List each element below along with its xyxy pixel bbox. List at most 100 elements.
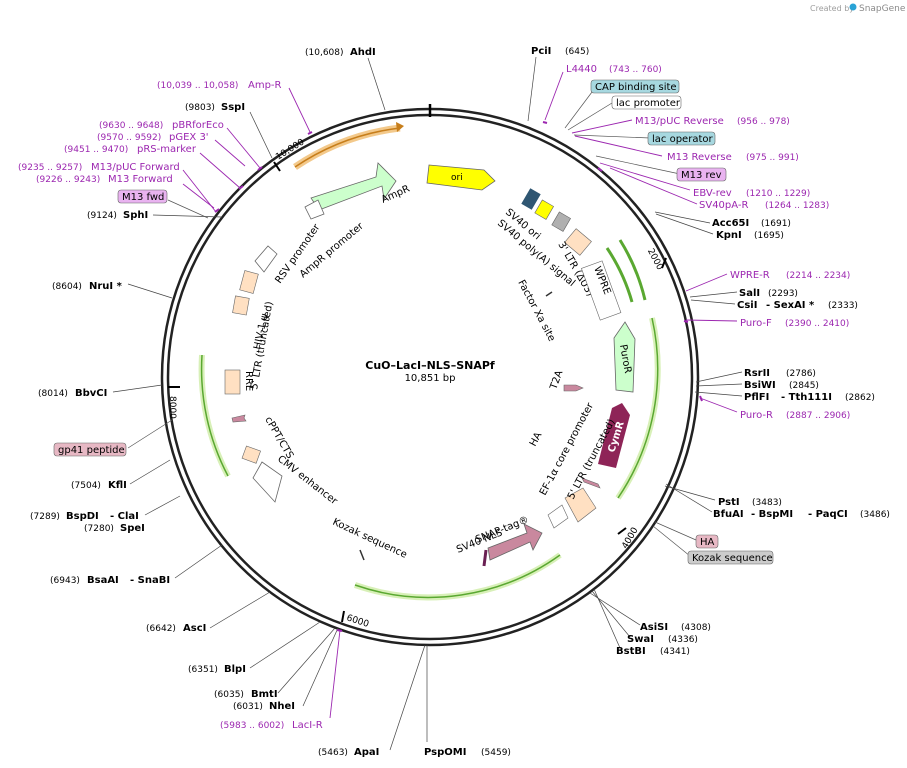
leader-line bbox=[277, 627, 336, 694]
ampr-promoter-feature bbox=[304, 199, 325, 220]
site-name: BstBI bbox=[616, 646, 646, 657]
site-name: NheI bbox=[269, 701, 295, 712]
primer-name: M13 Reverse bbox=[667, 152, 732, 163]
primer-leader bbox=[182, 183, 215, 209]
backbone bbox=[160, 104, 700, 647]
primer-name: M13 Forward bbox=[108, 174, 173, 185]
cmv-enhancer-feature bbox=[252, 461, 283, 503]
site-position: (5459) bbox=[481, 748, 511, 758]
ori-feature bbox=[426, 164, 496, 191]
site-name: SpeI bbox=[120, 523, 145, 534]
cymr-feature bbox=[598, 403, 630, 468]
primer-position: (9226 .. 9243) bbox=[36, 175, 100, 185]
box-text: M13 fwd bbox=[122, 192, 164, 203]
primer-name: Puro-R bbox=[740, 410, 773, 421]
leader-line bbox=[689, 291, 738, 298]
site-position: (7504) bbox=[71, 481, 101, 491]
wpre-feature bbox=[581, 260, 622, 321]
primer-leader bbox=[574, 135, 663, 157]
box-leader bbox=[127, 419, 173, 449]
cap-binding-site-box: CAP binding site bbox=[590, 79, 680, 94]
box-bg bbox=[53, 442, 127, 457]
box-text: HA bbox=[700, 537, 715, 548]
leader-line bbox=[129, 459, 171, 485]
primer-position: (9570 .. 9592) bbox=[97, 133, 161, 143]
leader-line bbox=[527, 56, 537, 122]
restriction-sites-right: AsiSI (4308) SwaI (4336) BstBI (4341) Ps… bbox=[616, 218, 890, 657]
primer-mark bbox=[699, 395, 703, 402]
box-bg bbox=[117, 189, 168, 204]
tick-mark bbox=[273, 161, 281, 172]
credit-text: Created by bbox=[810, 4, 854, 13]
site-position: (5463) bbox=[318, 748, 348, 758]
primer-position: (956 .. 978) bbox=[737, 117, 790, 127]
site-name: SwaI bbox=[627, 634, 654, 645]
plasmid-name: CuO–LacI–NLS–SNAPf bbox=[365, 359, 495, 372]
snap-tag-feature bbox=[487, 523, 543, 561]
primer-position: (10,039 .. 10,058) bbox=[157, 81, 238, 91]
primer-mark bbox=[683, 320, 689, 323]
primer-mark bbox=[307, 131, 313, 135]
primer-mark bbox=[257, 166, 263, 171]
t2a-label: T2A bbox=[548, 369, 565, 392]
site-position: (4336) bbox=[668, 635, 698, 645]
leader-line bbox=[695, 371, 743, 383]
site-position: (1691) bbox=[761, 219, 791, 229]
ha-feature bbox=[581, 477, 601, 489]
box-leader bbox=[654, 521, 697, 541]
site-name: KpnI bbox=[716, 230, 742, 241]
cmv-enhancer-label: CMV enhancer bbox=[275, 454, 340, 508]
primer-leader-lines bbox=[182, 71, 738, 719]
ef1a-feature bbox=[547, 504, 569, 529]
orf-arc-bottom-line bbox=[354, 554, 561, 599]
leader-line bbox=[367, 57, 386, 111]
ori-label: ori bbox=[451, 173, 463, 183]
kozak-mark bbox=[359, 549, 365, 561]
site-name: PstI bbox=[718, 497, 740, 508]
ha-box: HA bbox=[695, 534, 719, 549]
primer-position: (2214 .. 2234) bbox=[786, 271, 850, 281]
site-name: AsiSI bbox=[640, 622, 668, 633]
site-name: BsaAI bbox=[87, 575, 119, 586]
primer-position: (1210 .. 1229) bbox=[746, 189, 810, 199]
primer-leader bbox=[685, 319, 738, 322]
site-position: (7280) bbox=[84, 524, 114, 534]
box-bg bbox=[611, 95, 682, 110]
primer-name: M13/pUC Forward bbox=[91, 162, 180, 173]
box-leader bbox=[567, 102, 613, 131]
lac-operator-box: lac operator bbox=[647, 131, 716, 146]
site-name: - SexAI * bbox=[766, 300, 815, 311]
leader-line bbox=[209, 591, 271, 629]
site-position: (6943) bbox=[50, 576, 80, 586]
orf-arc-left-line bbox=[200, 354, 229, 477]
primer-position: (9630 .. 9648) bbox=[99, 121, 163, 131]
puror-label: PuroR bbox=[617, 344, 633, 375]
plasmid-center-label: CuO–LacI–NLS–SNAPf 10,851 bp bbox=[365, 359, 495, 384]
leader-line bbox=[690, 299, 736, 305]
primer-marks bbox=[214, 121, 703, 632]
leader-line bbox=[249, 621, 321, 669]
credit-brand: SnapGene bbox=[859, 4, 906, 14]
tick-label-2000: 2000 bbox=[645, 247, 665, 272]
site-position: (2862) bbox=[845, 393, 875, 403]
site-name: PspOMI bbox=[424, 747, 466, 758]
box-leader bbox=[564, 87, 596, 129]
kozak-sequence-box: Kozak sequence bbox=[687, 550, 774, 565]
site-position: (3486) bbox=[860, 510, 890, 520]
primer-leader bbox=[571, 119, 633, 134]
tick-mark bbox=[617, 527, 627, 535]
site-name: PflFI bbox=[744, 392, 769, 403]
primer-name: WPRE-R bbox=[730, 270, 770, 281]
site-position: (2293) bbox=[768, 289, 798, 299]
primer-name: Puro-F bbox=[740, 318, 772, 329]
sv40-polya-feature bbox=[534, 199, 554, 220]
primer-name: LacI-R bbox=[292, 720, 323, 731]
cppt-label: cPPT/CTS bbox=[262, 415, 295, 461]
site-position: (1695) bbox=[754, 231, 784, 241]
gp41-peptide-box: gp41 peptide bbox=[53, 442, 127, 457]
primer-mark bbox=[542, 121, 548, 124]
ltr-3-feature bbox=[564, 228, 592, 256]
site-name: ApaI bbox=[354, 747, 379, 758]
site-name: SalI bbox=[739, 288, 760, 299]
primer-position: (975 .. 991) bbox=[746, 153, 799, 163]
